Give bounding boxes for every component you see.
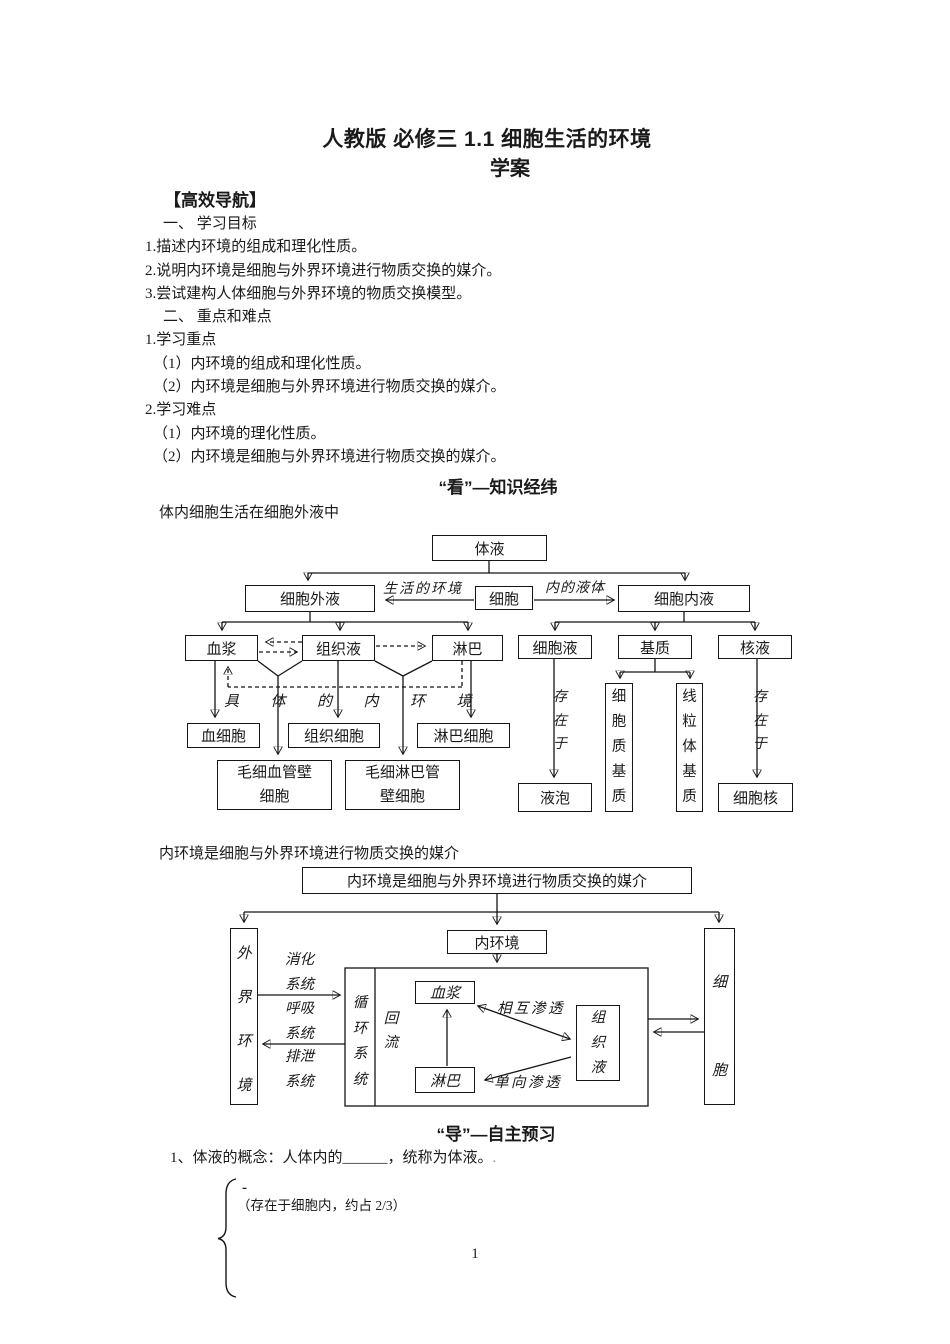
node-plasma-d2: 血浆 — [415, 981, 475, 1004]
node-plasma: 血浆 — [185, 635, 258, 661]
label-exists-in: 存在于 — [553, 690, 567, 752]
label-mutual-osmosis: 相互渗透 — [497, 1001, 565, 1017]
node-body-fluid: 体液 — [432, 535, 547, 561]
node-lymph-capillary-wall-cells: 毛细淋巴管 壁细胞 — [345, 760, 460, 810]
node-capillary-wall-cells-line1: 毛细血管壁 — [236, 765, 312, 781]
node-cytoplasmic-matrix: 细胞质基质 — [605, 683, 633, 812]
node-intracellular-fluid: 细胞内液 — [618, 585, 750, 612]
doc-line: （1）内环境的理化性质。 — [153, 426, 326, 442]
node-external-environment-text: 外界环境 — [236, 946, 252, 1094]
doc-title: 人教版 必修三 1.1 细胞生活的环境 — [322, 128, 652, 151]
node-tissue-fluid-d2: 组织液 — [576, 1005, 620, 1081]
doc-line: （2）内环境是细胞与外界环境进行物质交换的媒介。 — [153, 449, 506, 465]
label-respiratory-system: 呼吸系统 — [285, 1001, 314, 1042]
node-cell-column: 细胞 — [704, 928, 735, 1105]
label-excretory-system: 排泄系统 — [285, 1049, 314, 1090]
question-1: 1、体液的概念：人体内的______，统称为体液。. — [170, 1146, 496, 1167]
doc-line: 3.尝试建构人体细胞与外界环境的物质交换模型。 — [145, 286, 472, 302]
doc-line: 1.描述内环境的组成和理化性质。 — [145, 239, 367, 255]
node-cytoplasmic-matrix-text: 细胞质基质 — [611, 689, 627, 805]
node-lymph-capillary-wall-cells-line1: 毛细淋巴管 — [364, 765, 440, 781]
node-lymph-capillary-wall-cells-line2: 壁细胞 — [379, 789, 425, 805]
node-tissue-cells: 组织细胞 — [288, 723, 380, 748]
curly-brace — [217, 1178, 237, 1298]
node-capillary-wall-cells-line2: 细胞 — [259, 789, 290, 805]
node-nucleus: 细胞核 — [718, 783, 793, 812]
doc-line: 2.学习难点 — [145, 402, 217, 418]
label-backflow: 回流 — [383, 1011, 399, 1051]
label-exists-in: 存在于 — [753, 690, 767, 752]
node-internal-environment: 内环境 — [447, 930, 547, 954]
label-concrete-internal-environment: 具体的内环境 — [224, 694, 504, 710]
label-liquid-inside: 内的液体 — [545, 581, 605, 596]
node-blood-cells: 血细胞 — [187, 723, 260, 748]
node-cell: 细胞 — [475, 586, 533, 610]
brace-note: （存在于细胞内，约占 2/3） — [237, 1198, 407, 1213]
page-number: 1 — [471, 1246, 479, 1262]
doc-subtitle: 学案 — [490, 158, 530, 180]
label-living-environment: 生活的环境 — [383, 582, 463, 597]
node-lymph-cells: 淋巴细胞 — [417, 723, 510, 748]
doc-line: 二、 重点和难点 — [163, 309, 272, 325]
node-nuclear-sap: 核液 — [718, 635, 792, 659]
node-external-environment: 外界环境 — [230, 928, 258, 1105]
doc-line: 2.说明内环境是细胞与外界环境进行物质交换的媒介。 — [145, 263, 502, 279]
node-lymph: 淋巴 — [432, 635, 503, 661]
node-medium-statement: 内环境是细胞与外界环境进行物质交换的媒介 — [302, 867, 692, 894]
diagram1-caption: 体内细胞生活在细胞外液中 — [159, 505, 340, 521]
node-vacuole: 液泡 — [518, 783, 592, 812]
label-one-way-osmosis: 单向渗透 — [494, 1075, 562, 1091]
node-mitochondrial-matrix-text: 线粒体基质 — [682, 689, 697, 805]
brace-dash: - — [242, 1180, 247, 1196]
doc-line: （1）内环境的组成和理化性质。 — [153, 356, 371, 372]
node-cell-column-text: 细胞 — [711, 975, 727, 1079]
section-header-nav: 【高效导航】 — [164, 191, 266, 210]
doc-line: （2）内环境是细胞与外界环境进行物质交换的媒介。 — [153, 379, 506, 395]
label-digestive-system: 消化系统 — [285, 952, 314, 993]
node-matrix: 基质 — [618, 635, 692, 659]
node-capillary-wall-cells: 毛细血管壁 细胞 — [217, 760, 332, 810]
stray-dot: . — [492, 1150, 497, 1166]
node-lymph-d2: 淋巴 — [415, 1067, 475, 1093]
doc-line: 一、 学习目标 — [163, 216, 257, 232]
question-1-text: 1、体液的概念：人体内的______，统称为体液。 — [170, 1150, 493, 1166]
doc-line: 1.学习重点 — [145, 332, 217, 348]
node-tissue-fluid-d2-text: 组织液 — [590, 1010, 606, 1076]
node-mitochondrial-matrix: 线粒体基质 — [676, 683, 703, 812]
section-header-guide: “导”—自主预习 — [436, 1125, 556, 1144]
node-circulatory-system: 循环系统 — [352, 995, 368, 1088]
node-tissue-fluid: 组织液 — [302, 635, 375, 661]
node-extracellular-fluid: 细胞外液 — [245, 585, 375, 612]
node-cell-sap: 细胞液 — [518, 635, 592, 659]
section-header-look: “看”—知识经纬 — [438, 478, 558, 497]
diagram2-caption: 内环境是细胞与外界环境进行物质交换的媒介 — [159, 846, 460, 862]
